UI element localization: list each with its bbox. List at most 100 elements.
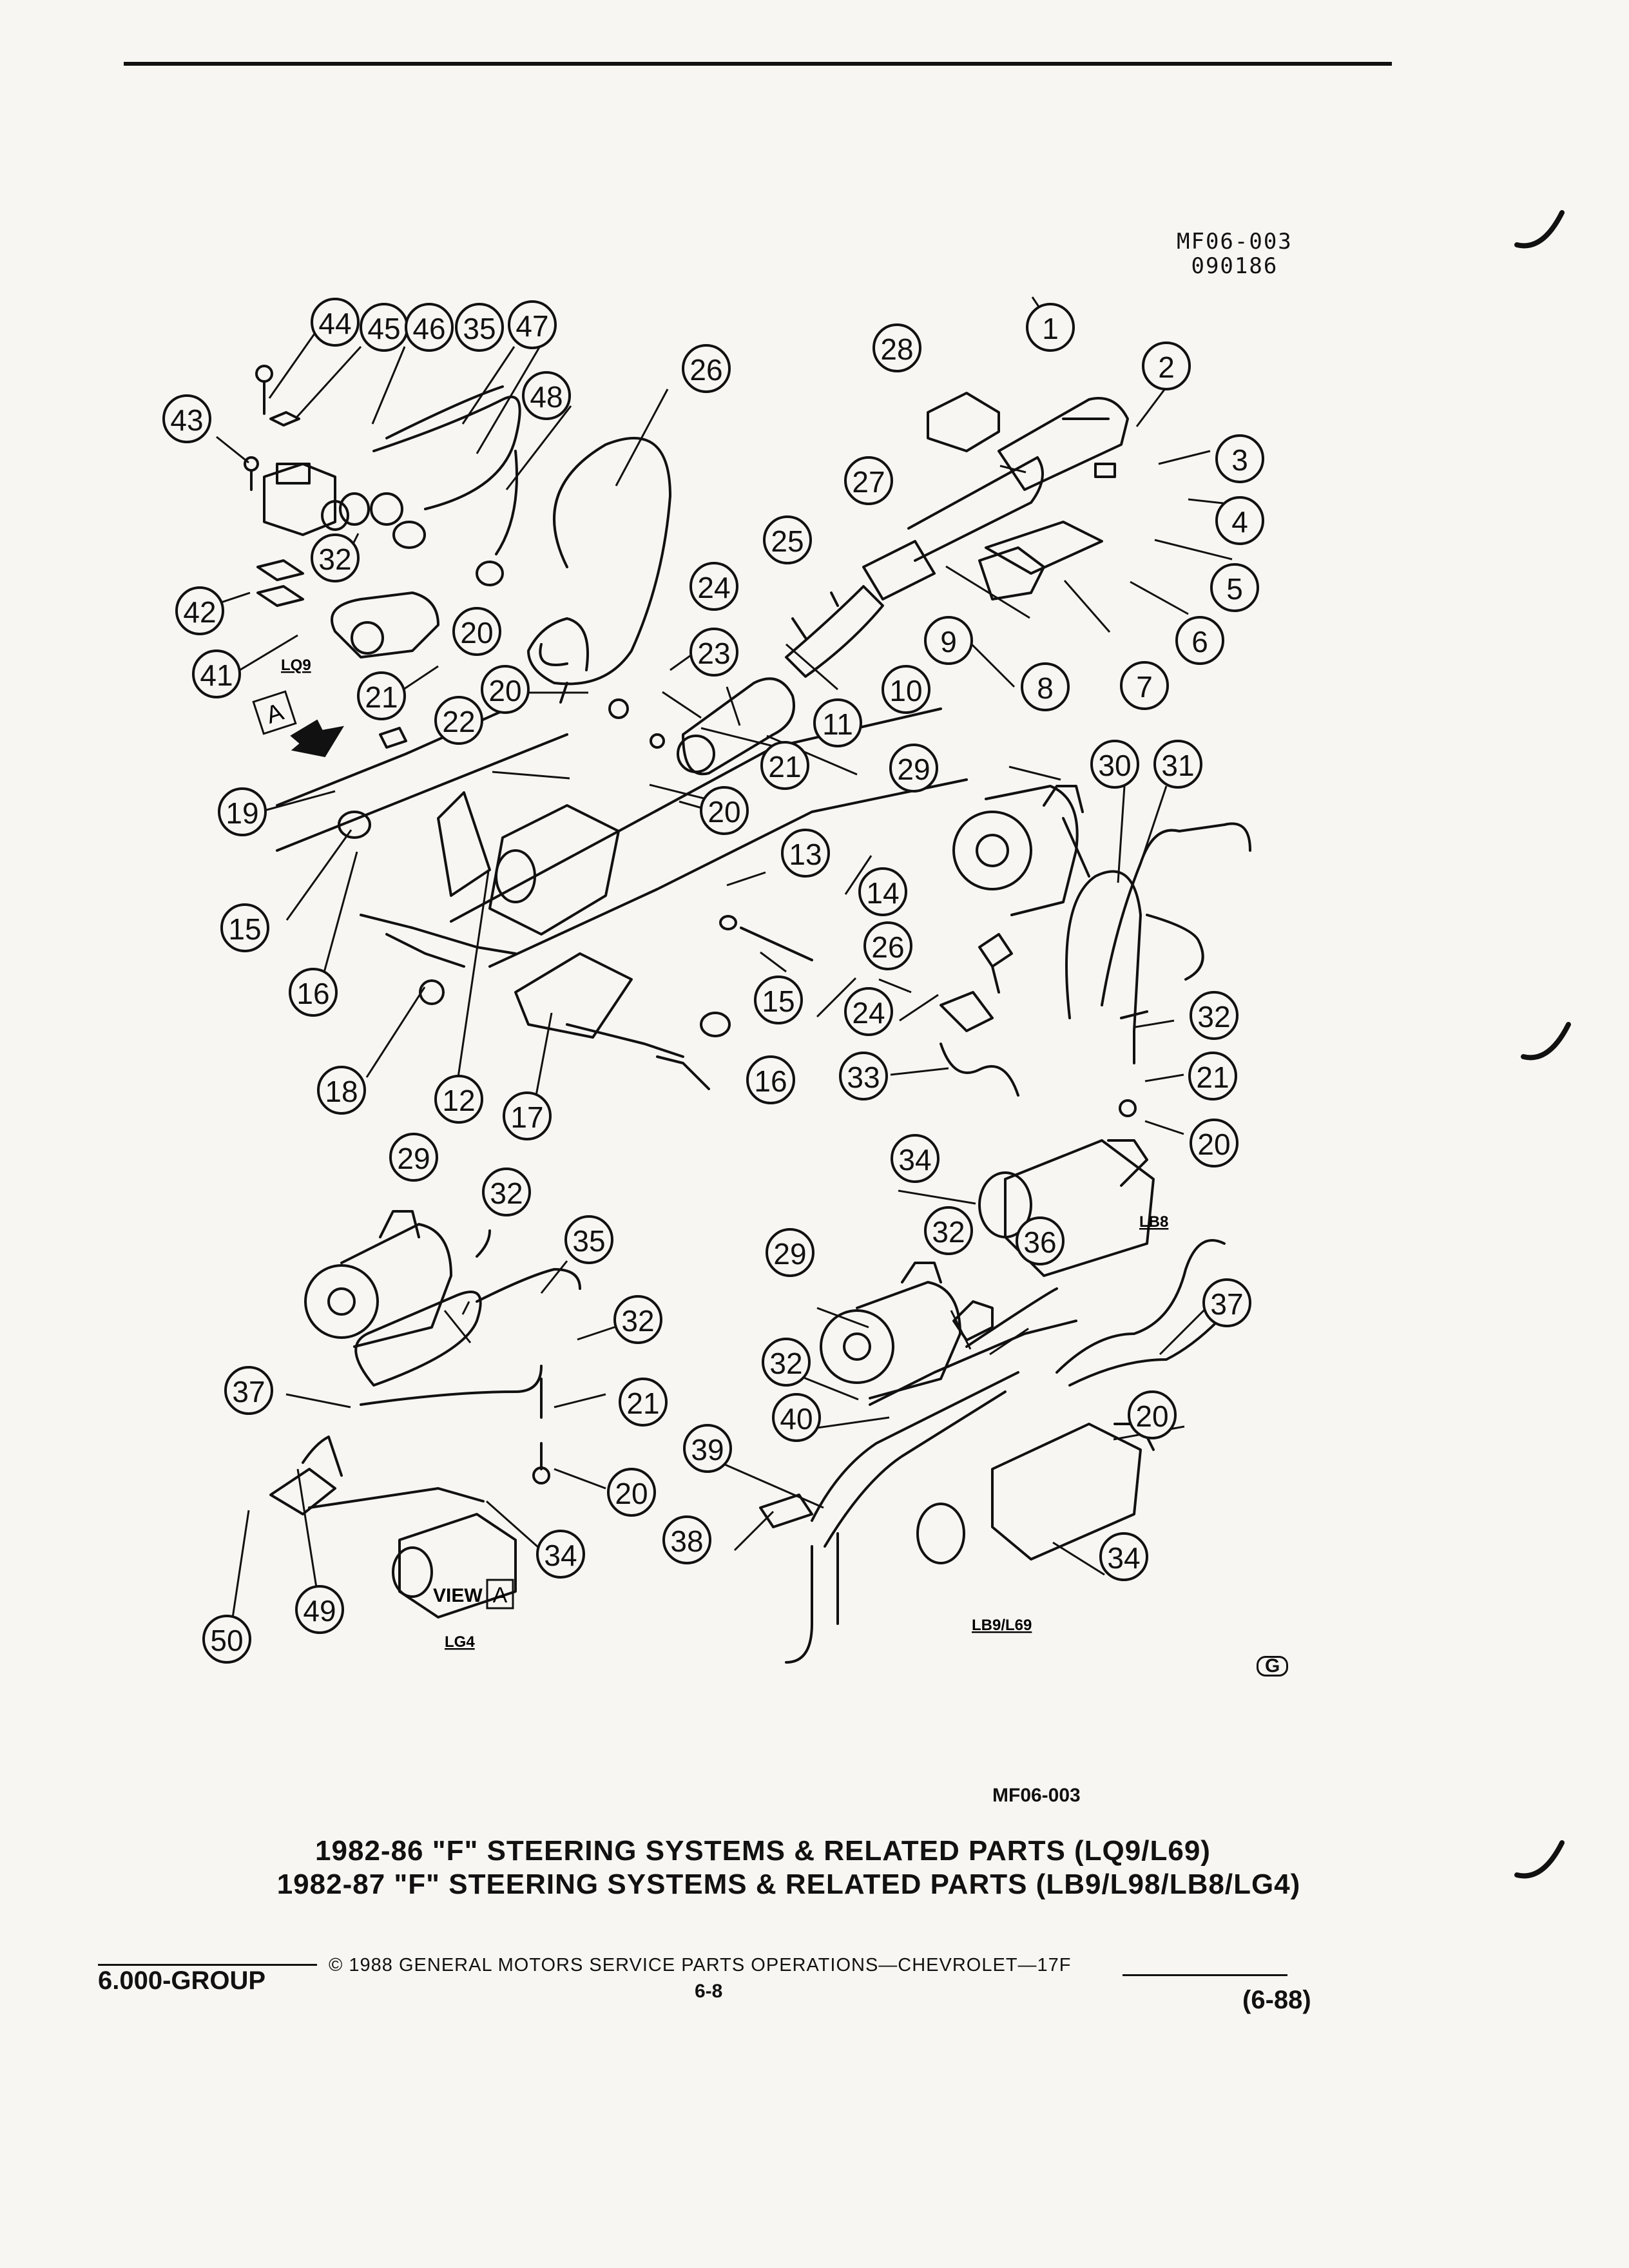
figure-code: MF06-003 <box>992 1785 1081 1806</box>
callout-number: 46 <box>412 312 445 345</box>
callout-number: 20 <box>708 795 740 829</box>
callout-number: 23 <box>697 637 730 670</box>
callout-20: 20 <box>1128 1390 1177 1439</box>
callout-circle <box>858 867 907 916</box>
callout-26: 26 <box>863 921 912 970</box>
callout-33: 33 <box>839 1052 888 1100</box>
callout-circle <box>844 456 893 505</box>
callout-50: 50 <box>202 1615 251 1664</box>
callout-number: 49 <box>303 1594 336 1628</box>
callout-19: 19 <box>218 787 267 836</box>
drawing-code-block: MF06-003 090186 <box>1177 229 1293 278</box>
callout-circle <box>872 323 921 372</box>
view-letter-box <box>486 1579 514 1610</box>
callout-number: 2 <box>1158 351 1175 384</box>
callout-number: 29 <box>897 753 930 786</box>
callout-circle <box>175 586 224 635</box>
callout-26: 26 <box>682 344 731 393</box>
callout-34: 34 <box>891 1134 940 1183</box>
callout-number: 9 <box>940 625 957 658</box>
callout-number: 50 <box>210 1624 243 1657</box>
callout-32: 32 <box>482 1168 531 1216</box>
callout-circle <box>683 1424 732 1473</box>
callout-circle <box>1210 563 1259 612</box>
binder-mark-3 <box>1514 1840 1565 1879</box>
callout-number: 32 <box>932 1215 965 1249</box>
callout-number: 29 <box>397 1142 430 1175</box>
callout-number: 29 <box>773 1237 806 1271</box>
callout-number: 19 <box>226 796 258 830</box>
callout-40: 40 <box>772 1393 821 1442</box>
callout-circle <box>1021 662 1070 711</box>
callout-43: 43 <box>162 394 211 443</box>
callout-number: 20 <box>615 1477 648 1510</box>
callout-46: 46 <box>405 303 454 352</box>
callout-number: 14 <box>866 876 899 910</box>
callout-number: 21 <box>768 750 801 783</box>
callout-circle <box>781 829 830 878</box>
engine-label-lg4: LG4 <box>445 1633 475 1651</box>
callout-22: 22 <box>434 696 483 745</box>
callout-number: 34 <box>1107 1541 1140 1575</box>
callout-circle <box>1016 1216 1065 1265</box>
callout-11: 11 <box>813 698 862 747</box>
callout-circle <box>1026 303 1075 352</box>
callout-number: 21 <box>626 1387 659 1420</box>
callout-34: 34 <box>1099 1532 1148 1581</box>
callout-circle <box>317 1066 366 1115</box>
callout-circle <box>746 1055 795 1104</box>
callout-20: 20 <box>607 1468 656 1517</box>
callout-circle <box>202 1615 251 1664</box>
callout-32: 32 <box>762 1338 811 1387</box>
callout-circle <box>1175 616 1224 665</box>
leader-lines <box>211 296 1247 1640</box>
callout-34: 34 <box>536 1530 585 1579</box>
callout-number: 12 <box>442 1084 475 1117</box>
callout-circle <box>536 1530 585 1579</box>
callout-18: 18 <box>317 1066 366 1115</box>
callout-number: 6 <box>1191 625 1208 658</box>
callout-number: 32 <box>318 543 351 576</box>
callout-circle <box>434 696 483 745</box>
binder-mark-2 <box>1521 1022 1571 1061</box>
callout-21: 21 <box>760 741 809 790</box>
callout-32: 32 <box>311 533 360 582</box>
callout-circle <box>1202 1278 1251 1327</box>
gm-logo: G <box>1257 1656 1289 1677</box>
callout-32: 32 <box>924 1206 973 1255</box>
callout-circle <box>389 1133 438 1182</box>
callout-number: 22 <box>442 705 475 738</box>
callout-circle <box>1188 1052 1237 1100</box>
callout-circle <box>1215 434 1264 483</box>
callout-circle <box>607 1468 656 1517</box>
callout-circle <box>295 1585 344 1634</box>
callout-20: 20 <box>452 607 501 656</box>
callout-15: 15 <box>754 975 803 1024</box>
callout-number: 20 <box>460 616 493 649</box>
callout-circle <box>220 903 269 952</box>
view-arrow: A <box>252 690 345 758</box>
date-code: 090186 <box>1191 253 1278 279</box>
callout-15: 15 <box>220 903 269 952</box>
callout-number: 31 <box>1161 749 1194 782</box>
callout-27: 27 <box>844 456 893 505</box>
callout-circle <box>1120 661 1169 710</box>
callout-circle <box>357 671 406 720</box>
callout-circle <box>162 394 211 443</box>
callout-number: 32 <box>769 1347 802 1380</box>
callout-4: 4 <box>1215 496 1264 545</box>
callout-circle <box>763 515 812 564</box>
top-rule <box>124 62 1392 66</box>
callout-circle <box>311 298 360 347</box>
callout-circle <box>481 665 530 714</box>
callout-number: 41 <box>200 658 233 692</box>
callout-9: 9 <box>924 616 973 665</box>
callout-circle <box>882 665 930 714</box>
callout-circle <box>889 744 938 793</box>
callout-circle <box>224 1366 273 1415</box>
callout-circle <box>1128 1390 1177 1439</box>
callout-number: 20 <box>488 674 521 707</box>
callout-13: 13 <box>781 829 830 878</box>
callout-2: 2 <box>1142 341 1191 390</box>
